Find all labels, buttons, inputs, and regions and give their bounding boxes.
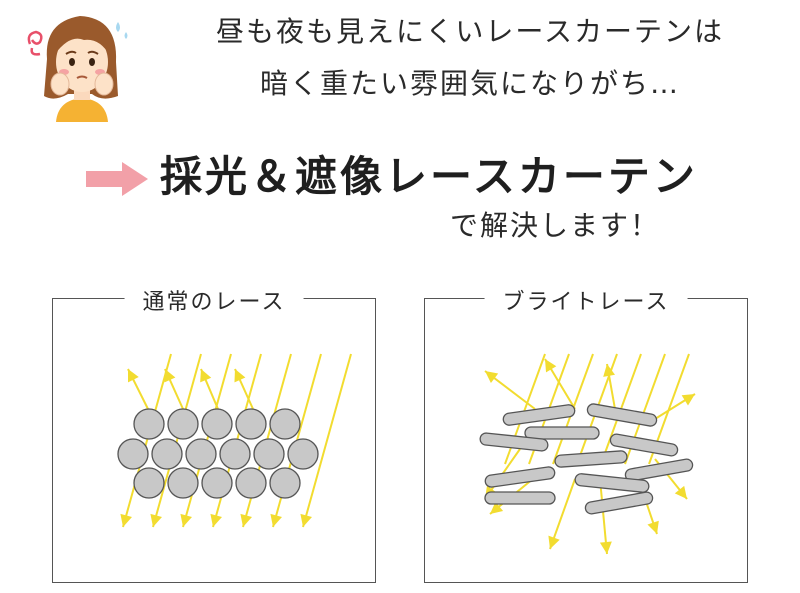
light-ray-arrowhead xyxy=(545,359,557,373)
lace-thread xyxy=(524,426,600,440)
lace-thread xyxy=(609,433,679,457)
lace-thread xyxy=(151,438,183,470)
lace-thread xyxy=(584,491,654,515)
bright-lace-panel: ブライトレース xyxy=(424,284,748,583)
normal-lace-panel: 通常のレース xyxy=(52,284,376,583)
intro-line-2: 暗く重たい雰囲気になりがち… xyxy=(259,67,680,100)
lace-threads xyxy=(117,408,319,499)
lace-thread xyxy=(554,450,628,468)
lace-thread xyxy=(586,403,658,427)
lace-thread xyxy=(133,408,165,440)
light-ray-arrowhead xyxy=(485,371,499,384)
solve-text: で解決します！ xyxy=(450,209,661,242)
lace-thread xyxy=(574,473,650,493)
light-ray xyxy=(122,353,172,528)
lace-thread xyxy=(484,466,556,488)
right-arrow-icon xyxy=(86,162,148,196)
light-ray-arrowhead xyxy=(599,541,612,554)
light-ray-arrowhead xyxy=(240,513,252,527)
light-ray-arrowhead xyxy=(120,513,132,527)
light-ray-arrowhead xyxy=(180,513,192,527)
light-ray-arrowhead xyxy=(548,535,560,549)
intro-line-1: 昼も夜も見えにくいレースカーテンは xyxy=(215,15,725,48)
light-ray-arrowhead xyxy=(164,369,176,383)
worried-woman-icon xyxy=(27,16,128,122)
lace-thread xyxy=(484,491,556,505)
lace-thread xyxy=(502,404,576,426)
lace-thread xyxy=(235,408,267,440)
light-ray-arrowhead xyxy=(603,364,616,377)
light-ray xyxy=(152,353,202,528)
lace-thread xyxy=(201,408,233,440)
light-ray xyxy=(599,478,608,555)
light-ray-arrowhead xyxy=(210,513,222,527)
lace-thread xyxy=(269,408,301,440)
lace-thread xyxy=(167,408,199,440)
lace-threads xyxy=(479,403,694,515)
light-ray-arrowhead xyxy=(674,485,687,499)
lace-thread xyxy=(624,458,694,482)
lace-thread xyxy=(479,432,549,452)
light-ray-arrowhead xyxy=(234,369,246,383)
light-ray-arrowhead xyxy=(270,513,282,527)
product-headline: 採光＆遮像レースカーテン xyxy=(160,152,698,201)
light-ray-arrowhead xyxy=(681,394,695,406)
lace-thread xyxy=(253,438,285,470)
lace-thread xyxy=(269,467,301,499)
lace-thread xyxy=(133,467,165,499)
lace-thread xyxy=(235,467,267,499)
lace-thread xyxy=(219,438,251,470)
light-ray xyxy=(549,478,576,550)
normal-lace-title: 通常のレース xyxy=(124,284,304,316)
lace-thread xyxy=(201,467,233,499)
lace-thread xyxy=(117,438,149,470)
lace-thread xyxy=(287,438,319,470)
light-ray-arrowhead xyxy=(490,501,504,514)
light-ray-arrowhead xyxy=(647,520,659,534)
light-ray-arrowhead xyxy=(128,369,139,383)
lace-thread xyxy=(167,467,199,499)
bright-lace-title: ブライトレース xyxy=(484,284,688,316)
bright-lace-diagram xyxy=(479,353,696,555)
light-ray-arrowhead xyxy=(200,369,212,383)
light-ray xyxy=(302,353,352,528)
lace-thread xyxy=(185,438,217,470)
light-ray-arrowhead xyxy=(300,513,312,527)
normal-lace-diagram xyxy=(117,353,352,528)
light-ray-arrowhead xyxy=(150,513,162,527)
